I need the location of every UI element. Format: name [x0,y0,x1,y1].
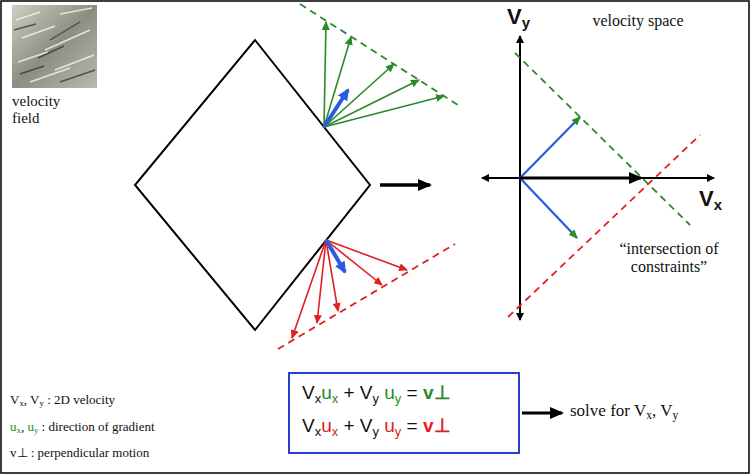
subscript: x [646,409,652,422]
red-normal-vector [520,178,577,238]
symbol: Vy [30,392,44,407]
symbol: Vy [360,415,379,436]
subscript: y [522,14,530,31]
photo-caption: velocity field [12,93,84,128]
moving-diamond [135,40,370,330]
equation: Vxux + Vy uy = v⊥ [302,415,506,438]
subscript: x [332,391,338,406]
subscript: x [19,398,23,408]
subscript: x [714,196,722,213]
solution-vector [520,177,641,180]
subscript: x [17,425,21,435]
subscript: x [315,423,321,438]
symbol: Vx [699,186,722,211]
action-label: solve for Vx, Vy [570,401,678,421]
symbol: Vx [302,382,321,403]
legend-note: ux, uy : direction of gradient [10,420,155,435]
symbol: ux [321,382,338,403]
subscript: y [672,409,678,422]
red-constraint [278,240,455,349]
axis-label: Vx [699,186,722,211]
subscript: y [39,398,43,408]
equation-box: Vxux + Vy uy = v⊥ Vxux + Vy uy = v⊥ [288,372,520,454]
green-constraint [300,4,458,127]
symbol: uy [384,382,401,403]
subscript: y [373,391,379,406]
subscript: y [373,423,379,438]
solve-arrow [522,412,562,415]
velocity-field-photo [12,5,97,88]
symbol: v⊥ [423,382,451,403]
symbol: ux [321,415,338,436]
subscript: x [332,423,338,438]
axis-label: Vy [507,4,530,29]
subscript: y [34,425,38,435]
subscript: x [315,391,321,406]
symbol: Vy [360,382,379,403]
subscript: y [395,423,401,438]
symbol: Vy [507,4,530,29]
legend-note: Vx, Vy : 2D velocity [10,393,115,408]
transform-arrow [380,183,430,187]
symbol: v⊥ [423,415,451,436]
space-label: velocity space [590,12,686,30]
symbol: Vy [660,401,678,420]
note-label: “intersection of constraints” [604,240,734,277]
green-normal-vector [520,117,580,178]
symbol: uy [27,419,38,434]
symbol: Vx [634,401,652,420]
symbol: uy [384,415,401,436]
subscript: y [395,391,401,406]
legend-note: v⊥ : perpendicular motion [10,446,149,461]
velocity-axes [482,36,714,320]
symbol: v⊥ [10,445,28,460]
symbol: ux [10,419,21,434]
symbol: Vx [10,392,24,407]
symbol: Vx [302,415,321,436]
equation: Vxux + Vy uy = v⊥ [302,382,506,405]
